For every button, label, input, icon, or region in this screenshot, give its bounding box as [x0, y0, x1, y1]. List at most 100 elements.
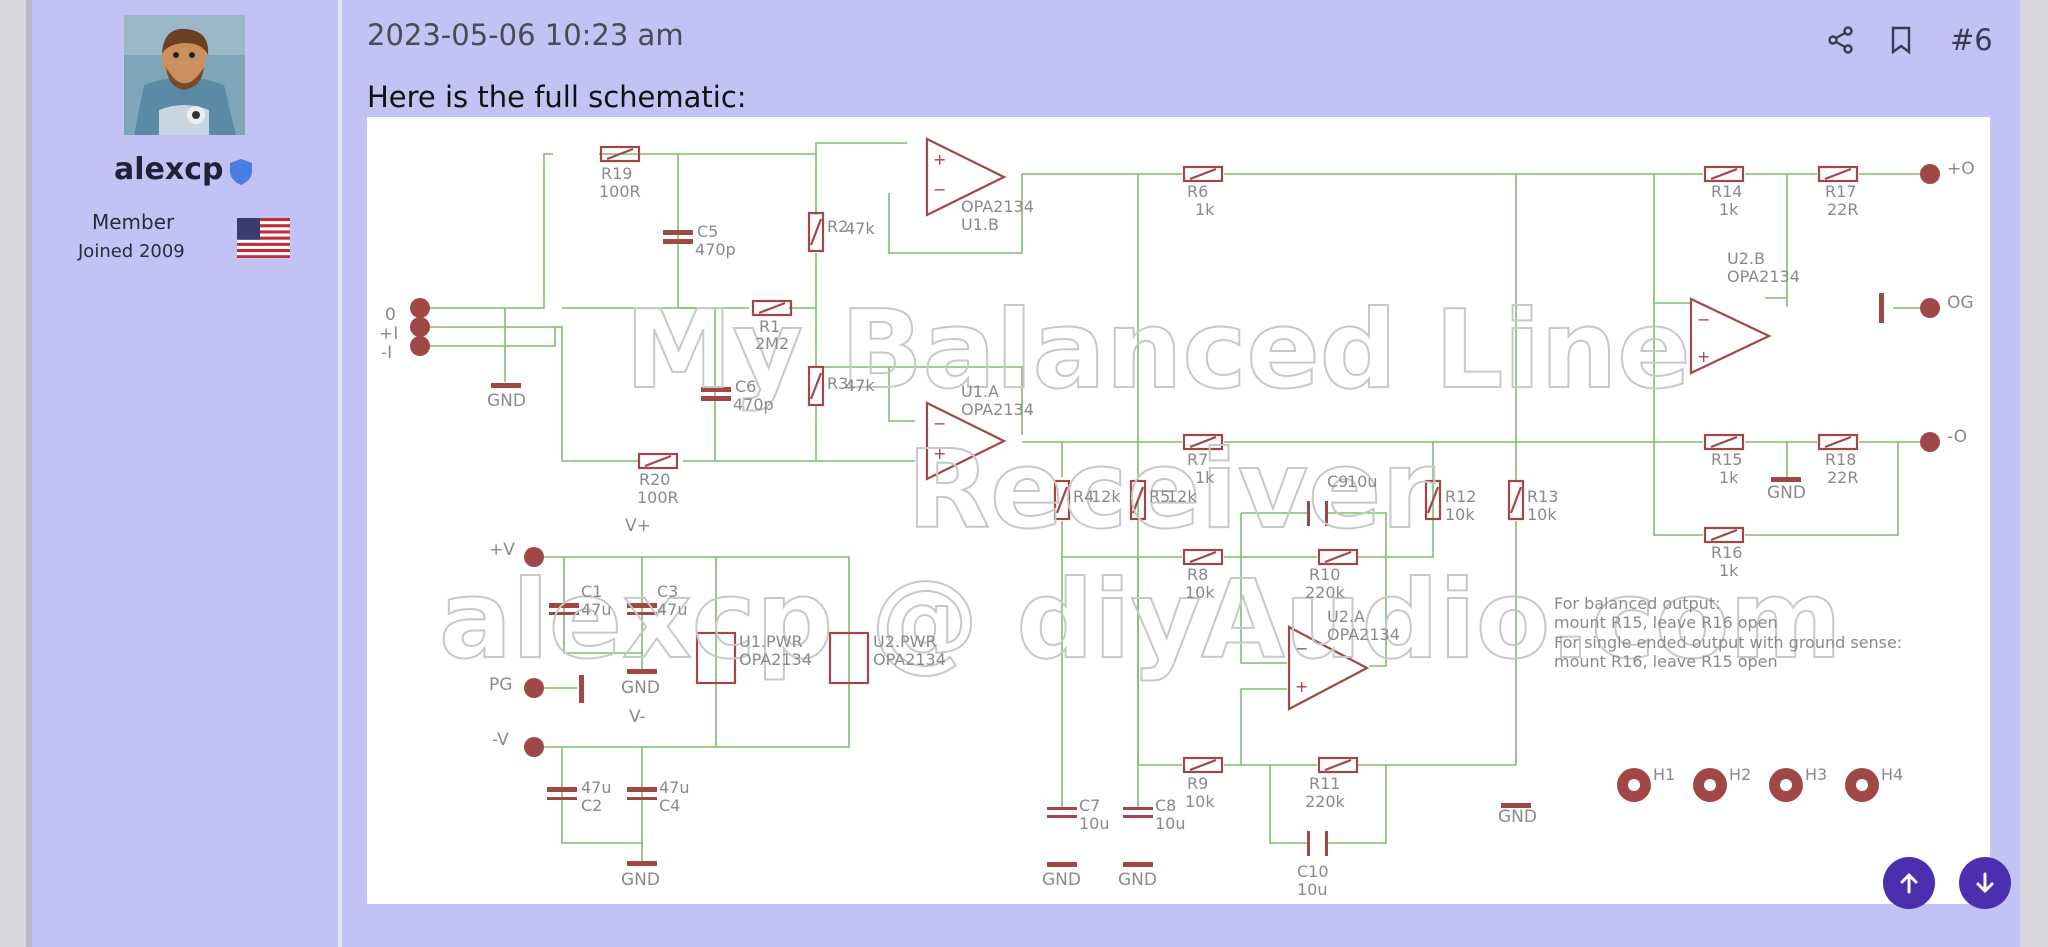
r8-value: 10k [1185, 583, 1215, 602]
svg-text:+: + [1697, 347, 1710, 366]
c4-value: 47u [659, 778, 690, 797]
scroll-up-button[interactable] [1883, 857, 1935, 909]
r9-value: 10k [1185, 792, 1215, 811]
c3-value: 47u [657, 600, 688, 619]
hole-label-4: H4 [1881, 765, 1903, 784]
r14-name: R14 [1711, 182, 1742, 201]
u2pwr-part: OPA2134 [873, 650, 946, 669]
u2a-part: OPA2134 [1327, 625, 1400, 644]
u2pwr-name: U2.PWR [873, 632, 937, 651]
gnd-label: GND [1767, 483, 1806, 503]
r5-value: 12k [1167, 487, 1197, 506]
u2a-name: U2.A [1327, 607, 1365, 626]
r12-value: 10k [1445, 505, 1475, 524]
r18-value: 22R [1827, 468, 1858, 487]
c1-value: 47u [581, 600, 612, 619]
input-label-0: 0 [385, 305, 396, 325]
username[interactable]: alexcp [114, 152, 224, 187]
column-divider [338, 0, 342, 947]
watermark-title: My Balanced Line [625, 288, 1691, 413]
avatar[interactable] [124, 15, 245, 135]
u1b-name: U1.B [961, 215, 999, 234]
c2-name: C2 [581, 796, 602, 815]
arrow-down-icon [1976, 872, 1994, 893]
u1a-name: U1.A [961, 382, 999, 401]
r3-value: 47k [845, 376, 875, 395]
gnd-label: GND [1042, 870, 1081, 890]
shield-icon [228, 158, 254, 190]
note-line-2: mount R15, leave R16 open [1554, 613, 1778, 632]
output-label-minus: -O [1947, 427, 1967, 447]
r2-value: 47k [845, 219, 875, 238]
r13-value: 10k [1527, 505, 1557, 524]
u2b-name: U2.B [1727, 249, 1765, 268]
c4-name: C4 [659, 796, 680, 815]
user-joined: Joined 2009 [78, 241, 185, 262]
svg-text:−: − [1697, 310, 1710, 329]
gnd-label: GND [1498, 807, 1537, 827]
u2b-part: OPA2134 [1727, 267, 1800, 286]
hole-label-1: H1 [1653, 765, 1675, 784]
u1pwr-name: U1.PWR [739, 632, 803, 651]
r4-name: R4 [1073, 487, 1094, 506]
r10-value: 220k [1305, 583, 1346, 602]
r12-name: R12 [1445, 487, 1476, 506]
c8-value: 10u [1155, 814, 1186, 833]
supply-label-pg: PG [489, 675, 512, 695]
r18-name: R18 [1825, 450, 1856, 469]
input-label-plus: +I [379, 324, 398, 344]
svg-text:−: − [933, 414, 946, 433]
user-info-column [32, 0, 338, 947]
r7-name: R7 [1187, 450, 1208, 469]
r4-value: 12k [1091, 487, 1121, 506]
schematic-image[interactable]: .w{stroke:#7cbf6a;stroke-width:1.6;fill:… [367, 117, 1990, 904]
bookmark-icon[interactable] [1888, 25, 1914, 55]
r16-value: 1k [1719, 561, 1739, 580]
r1-value: 2M2 [755, 334, 789, 353]
scroll-down-button[interactable] [1959, 857, 2011, 909]
r20-value: 100R [637, 488, 679, 507]
note-line-3: For single ended output with ground sens… [1554, 633, 1902, 652]
r1-name: R1 [759, 317, 780, 336]
post-number-link[interactable]: #6 [1950, 23, 1993, 57]
c1-name: C1 [581, 582, 602, 601]
hole-label-3: H3 [1805, 765, 1827, 784]
gnd-label: GND [487, 391, 526, 411]
r7-value: 1k [1195, 468, 1215, 487]
c9-name: C9 [1327, 472, 1348, 491]
u1a-part: OPA2134 [961, 400, 1034, 419]
c3-name: C3 [657, 582, 678, 601]
c9-value: 10u [1347, 472, 1378, 491]
supply-label-vminus: V- [629, 707, 646, 727]
r11-value: 220k [1305, 792, 1346, 811]
r15-value: 1k [1719, 468, 1739, 487]
svg-text:+: + [933, 150, 946, 169]
c6-name: C6 [735, 377, 756, 396]
c2-value: 47u [581, 778, 612, 797]
share-icon[interactable] [1826, 25, 1856, 55]
r10-name: R10 [1309, 565, 1340, 584]
supply-label-vplus: V+ [625, 516, 651, 536]
arrow-up-icon [1900, 873, 1918, 894]
supply-label-neg: -V [492, 730, 509, 750]
r20-name: R20 [639, 470, 670, 489]
svg-text:+: + [1295, 677, 1308, 696]
input-label-minus: -I [381, 343, 392, 363]
r16-name: R16 [1711, 543, 1742, 562]
us-flag-icon [237, 218, 290, 258]
u1b-part: OPA2134 [961, 197, 1034, 216]
r9-name: R9 [1187, 774, 1208, 793]
gnd-label: GND [621, 870, 660, 890]
watermark-credit: alexcp @ diyAudio.com [439, 558, 1842, 683]
svg-text:−: − [1295, 639, 1308, 658]
u1pwr-part: OPA2134 [739, 650, 812, 669]
post-body-text: Here is the full schematic: [367, 80, 747, 114]
output-label-plus: +O [1947, 159, 1975, 179]
post-timestamp[interactable]: 2023-05-06 10:23 am [367, 18, 684, 52]
r15-name: R15 [1711, 450, 1742, 469]
svg-text:+: + [933, 444, 946, 463]
svg-text:−: − [933, 180, 946, 199]
r14-value: 1k [1719, 200, 1739, 219]
r8-name: R8 [1187, 565, 1208, 584]
watermark-subtitle: Receiver [907, 428, 1435, 553]
